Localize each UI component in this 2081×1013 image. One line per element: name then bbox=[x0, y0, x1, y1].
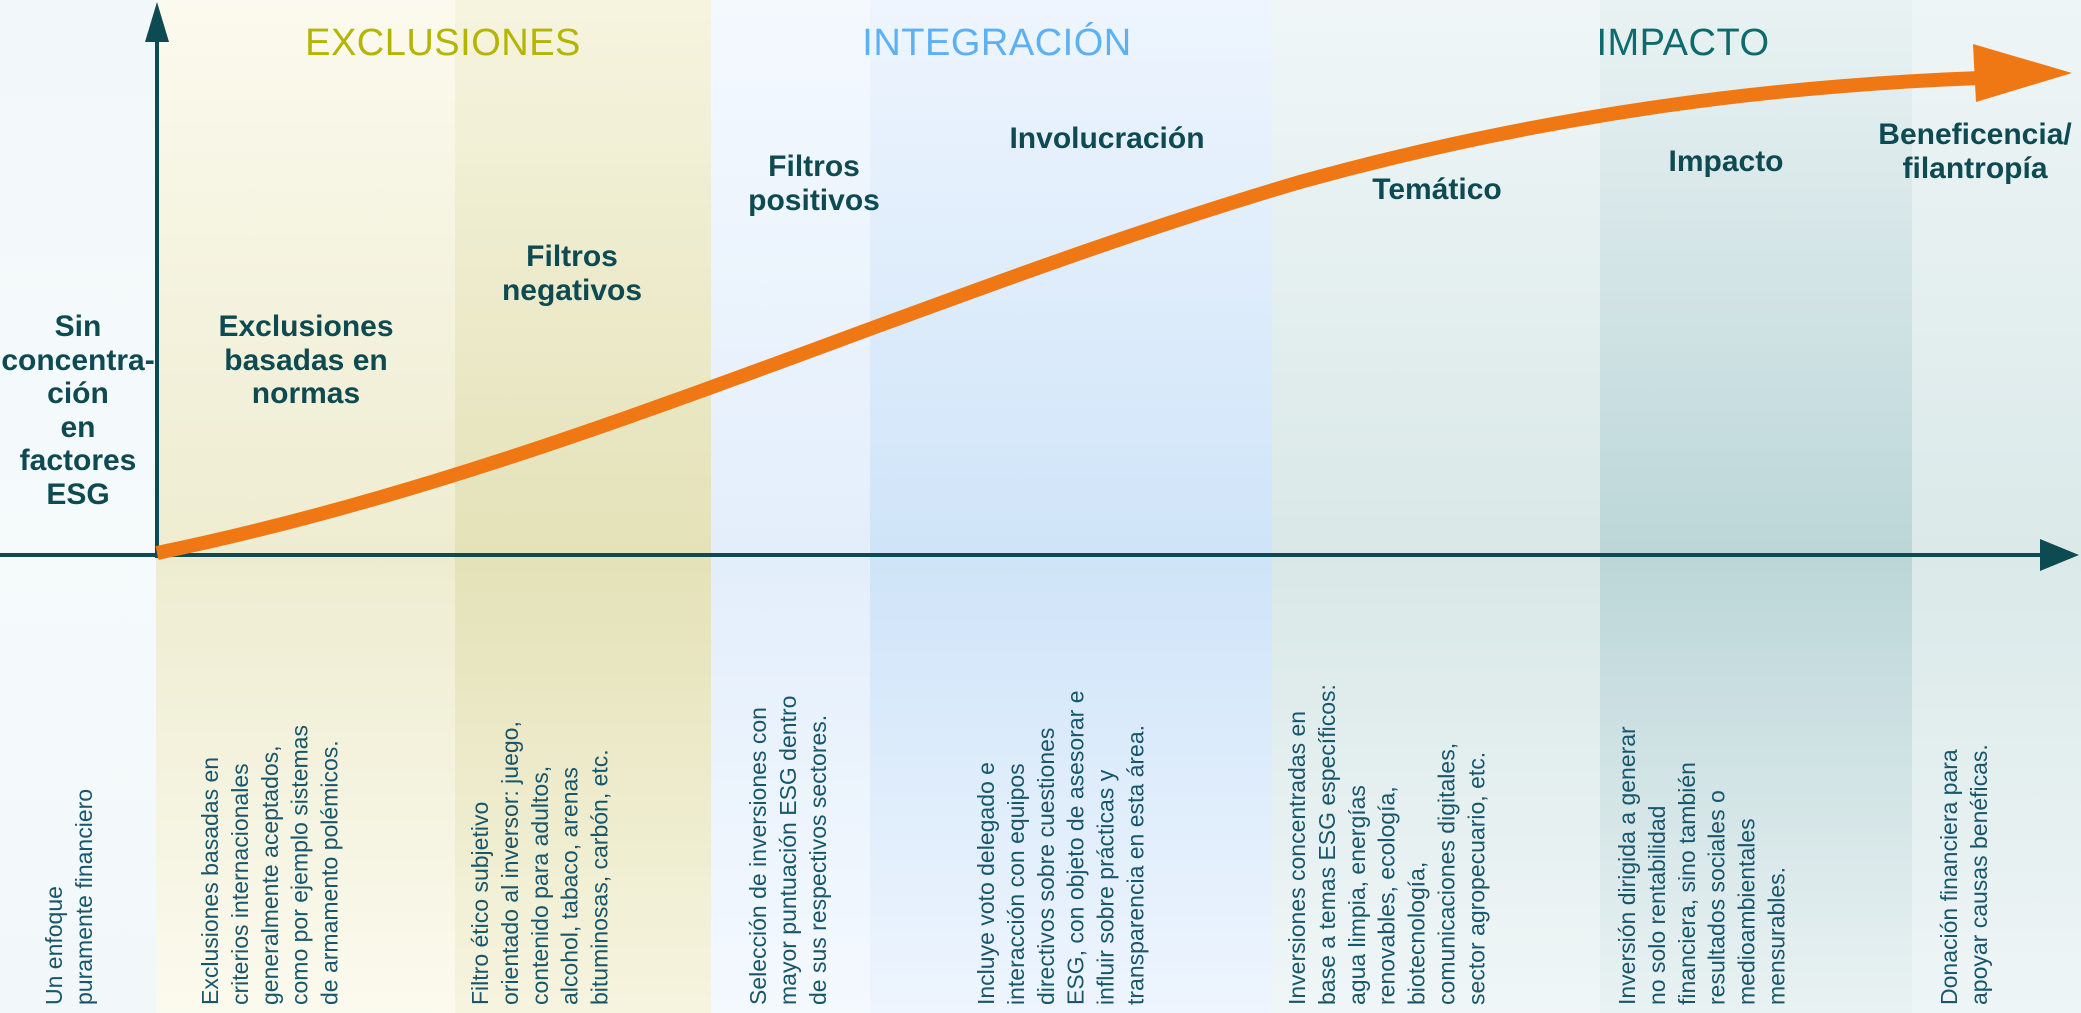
section-header-exclusiones: EXCLUSIONES bbox=[305, 22, 581, 64]
category-title-filtros-negativos: Filtros negativos bbox=[501, 240, 643, 307]
category-description-involucracion: Incluye voto delegado e interacción con … bbox=[973, 690, 1149, 1005]
category-description-filtros-positivos: Selección de inversiones con mayor puntu… bbox=[745, 695, 831, 1005]
y-axis-line bbox=[155, 18, 159, 558]
category-title-sin-concentracion: Sin concentra- ción en factores ESG bbox=[1, 310, 155, 511]
category-description-impacto: Inversión dirigida a generar no solo ren… bbox=[1614, 726, 1790, 1005]
category-title-tematico: Temático bbox=[1372, 173, 1502, 206]
category-description-tematico: Inversiones concentradas en base a temas… bbox=[1284, 684, 1490, 1005]
category-title-impacto: Impacto bbox=[1668, 145, 1784, 178]
band-sin-concentracion bbox=[0, 0, 156, 1013]
category-title-exclusiones-basadas-en-normas: Exclusiones basadas en normas bbox=[218, 310, 394, 411]
section-header-impacto: IMPACTO bbox=[1596, 22, 1770, 64]
category-description-filtros-negativos: Filtro ético subjetivo orientado al inve… bbox=[467, 721, 613, 1005]
category-title-involucracion: Involucración bbox=[1009, 122, 1205, 155]
section-header-integracin: INTEGRACIÓN bbox=[862, 22, 1132, 64]
category-description-beneficencia-filantropia: Donación financiera para apoyar causas b… bbox=[1936, 744, 1992, 1005]
category-description-exclusiones-basadas-en-normas: Exclusiones basadas en criterios interna… bbox=[197, 725, 343, 1005]
category-description-sin-concentracion: Un enfoque puramente financiero bbox=[41, 788, 97, 1005]
category-title-beneficencia-filantropia: Beneficencia/ filantropía bbox=[1878, 118, 2072, 185]
category-title-filtros-positivos: Filtros positivos bbox=[748, 150, 880, 217]
x-axis-line bbox=[0, 553, 2055, 557]
